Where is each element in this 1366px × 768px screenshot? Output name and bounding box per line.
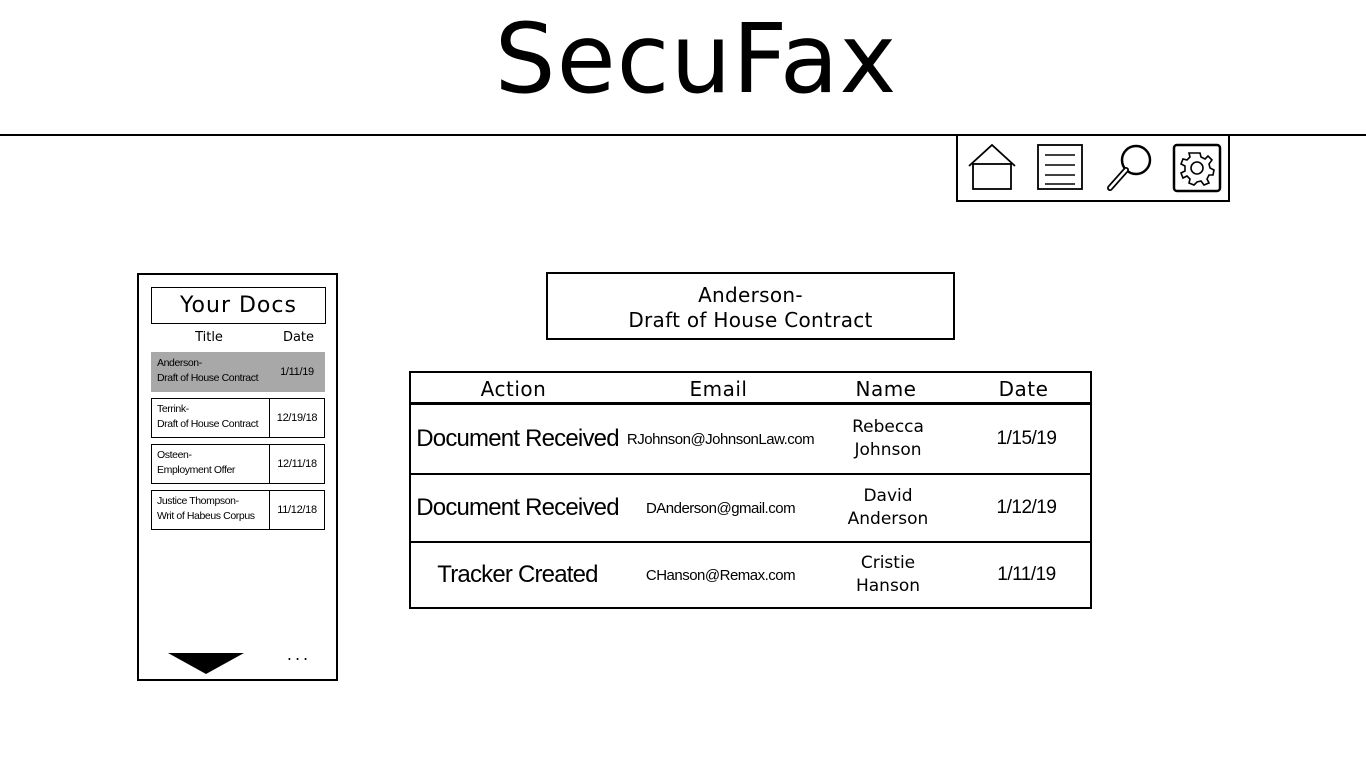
doc-item-date: 1/11/19 xyxy=(280,366,314,378)
settings-button[interactable] xyxy=(1171,142,1223,194)
row-name: Cristie Hanson xyxy=(855,553,920,596)
row-email: DAnderson@gmail.com xyxy=(645,499,796,517)
row-name: Rebecca Johnson xyxy=(852,417,924,460)
row-email: RJohnson@JohnsonLaw.com xyxy=(626,430,815,448)
docs-column-date: Date xyxy=(282,330,315,345)
doc-item-title: Terrink- Draft of House Contract xyxy=(152,399,270,437)
document-title-line2: Draft of House Contract xyxy=(628,308,873,332)
table-row[interactable]: Document Received DAnderson@gmail.com Da… xyxy=(411,475,1090,543)
toolbar xyxy=(956,135,1230,202)
menu-icon xyxy=(1037,144,1083,190)
doc-list-item[interactable]: Anderson- Draft of House Contract 1/11/1… xyxy=(151,352,325,392)
table-row[interactable]: Tracker Created CHanson@Remax.com Cristi… xyxy=(411,543,1090,607)
row-date: 1/15/19 xyxy=(996,428,1057,449)
doc-item-date: 12/19/18 xyxy=(276,412,318,424)
row-action: Document Received xyxy=(416,494,619,521)
document-title-line1: Anderson- xyxy=(698,283,803,307)
doc-list-item[interactable]: Justice Thompson- Writ of Habeus Corpus … xyxy=(151,490,325,530)
doc-item-title: Justice Thompson- Writ of Habeus Corpus xyxy=(152,491,270,529)
document-title: Anderson- Draft of House Contract xyxy=(546,272,955,340)
home-button[interactable] xyxy=(966,142,1018,194)
docs-panel-title: Your Docs xyxy=(151,287,326,324)
row-action: Tracker Created xyxy=(437,561,598,588)
table-header: Action Email Name Date xyxy=(411,373,1090,405)
column-header-action: Action xyxy=(480,377,547,401)
column-header-email: Email xyxy=(689,377,748,401)
app-title: SecuFax xyxy=(494,3,898,115)
search-button[interactable] xyxy=(1104,142,1156,194)
search-icon xyxy=(1107,144,1152,191)
home-icon xyxy=(968,143,1016,190)
docs-panel: Your Docs Title Date Anderson- Draft of … xyxy=(137,273,338,681)
more-options-button[interactable]: ... xyxy=(286,645,312,664)
table-row[interactable]: Document Received RJohnson@JohnsonLaw.co… xyxy=(411,405,1090,475)
scroll-down-button[interactable] xyxy=(168,653,244,675)
triangle-down-icon xyxy=(168,653,244,674)
row-email: CHanson@Remax.com xyxy=(645,566,796,584)
gear-icon xyxy=(1172,143,1222,193)
doc-item-title: Anderson- Draft of House Contract xyxy=(152,353,270,391)
menu-button[interactable] xyxy=(1034,142,1086,194)
row-action: Document Received xyxy=(416,425,619,452)
doc-item-title: Osteen- Employment Offer xyxy=(152,445,270,483)
row-date: 1/12/19 xyxy=(996,497,1057,518)
column-header-date: Date xyxy=(998,377,1049,401)
header-divider xyxy=(0,134,1366,136)
row-name: David Anderson xyxy=(847,486,929,529)
row-date: 1/11/19 xyxy=(997,564,1056,585)
column-header-name: Name xyxy=(855,377,917,401)
doc-list-item[interactable]: Osteen- Employment Offer 12/11/18 xyxy=(151,444,325,484)
tracker-table: Action Email Name Date Document Received… xyxy=(409,371,1092,609)
doc-item-date: 12/11/18 xyxy=(277,458,317,470)
docs-column-title: Title xyxy=(195,330,223,345)
doc-item-date: 11/12/18 xyxy=(277,504,317,516)
doc-list-item[interactable]: Terrink- Draft of House Contract 12/19/1… xyxy=(151,398,325,438)
